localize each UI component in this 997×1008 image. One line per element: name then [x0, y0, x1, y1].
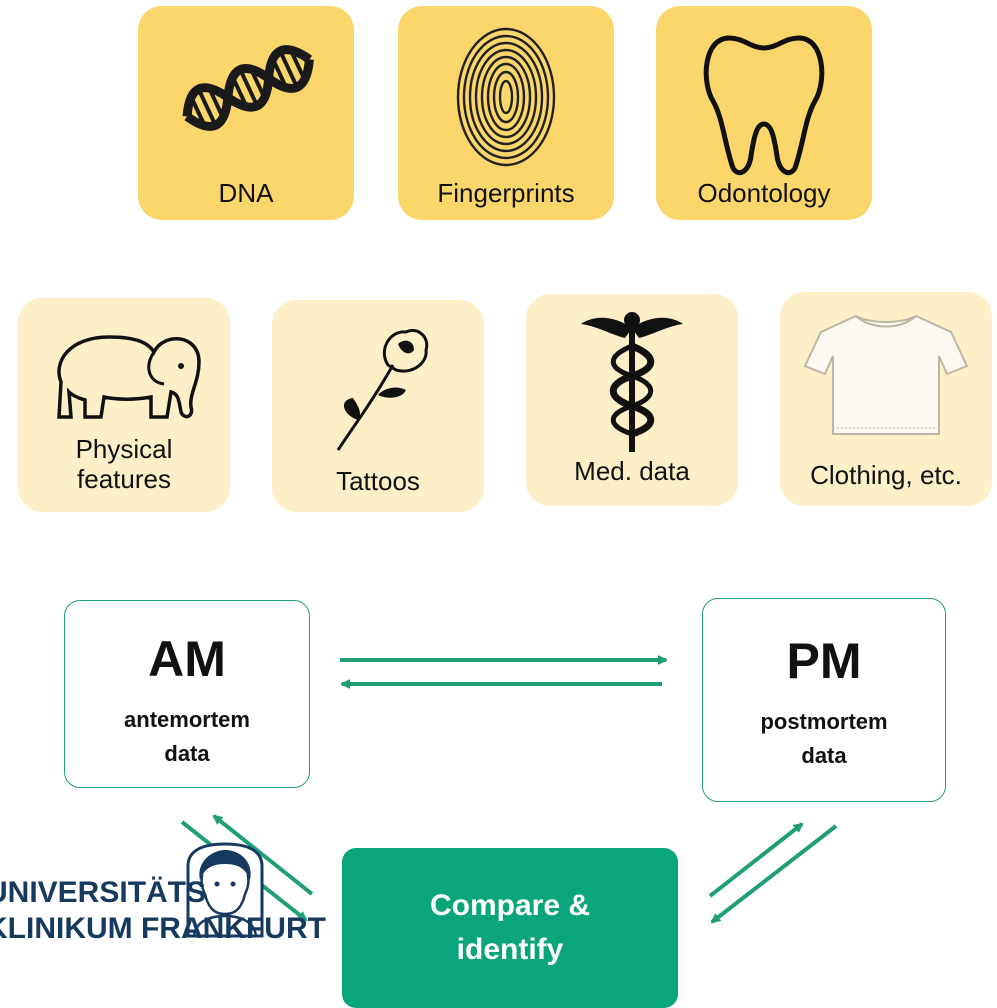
physical-label-line1: Physical: [75, 434, 173, 464]
am-box: AM antemortem data: [64, 600, 310, 788]
fingerprints-label: Fingerprints: [437, 178, 575, 208]
logo-line2: KLINIKUM FRANKFURT: [0, 912, 326, 945]
pm-down-arrow: [710, 824, 838, 924]
card-med-data: Med. data: [526, 294, 738, 506]
odontology-label: Odontology: [697, 178, 831, 208]
pm-line2: data: [801, 743, 847, 768]
compare-line2: identify: [456, 933, 564, 966]
tooth-icon: [656, 26, 872, 176]
fingerprint-icon: [398, 22, 614, 172]
am-line1: antemortem: [124, 707, 250, 732]
tattoos-label: Tattoos: [336, 466, 420, 496]
tshirt-icon: [780, 310, 992, 438]
card-physical-features: Physical features: [18, 298, 230, 512]
dna-label: DNA: [218, 178, 274, 208]
card-odontology: Odontology: [656, 6, 872, 220]
am-line2: data: [164, 741, 210, 766]
card-tattoos: Tattoos: [272, 300, 484, 512]
physical-label-line2: features: [77, 464, 171, 494]
logo-line1: UNIVERSITÄTS: [0, 876, 207, 909]
pm-abbr: PM: [786, 633, 862, 689]
med-data-label: Med. data: [574, 456, 690, 486]
clothing-label: Clothing, etc.: [810, 460, 962, 490]
card-fingerprints: Fingerprints: [398, 6, 614, 220]
card-clothing: Clothing, etc.: [780, 292, 992, 506]
compare-line1: Compare &: [429, 889, 591, 922]
compare-identify-box: Compare & identify: [342, 848, 678, 1008]
elephant-icon: [18, 322, 230, 432]
university-logo: UNIVERSITÄTS KLINIKUM FRANKFURT: [0, 842, 326, 1008]
pm-up-arrow: [708, 822, 804, 898]
am-abbr: AM: [148, 631, 226, 687]
pm-line1: postmortem: [760, 709, 888, 734]
goethe-portrait-icon: [186, 842, 264, 938]
am-up-arrow: [212, 814, 314, 896]
card-dna: DNA: [138, 6, 354, 220]
dna-icon: [138, 34, 354, 144]
rose-icon: [272, 320, 484, 460]
pm-box: PM postmortem data: [702, 598, 946, 802]
caduceus-icon: [526, 306, 738, 454]
